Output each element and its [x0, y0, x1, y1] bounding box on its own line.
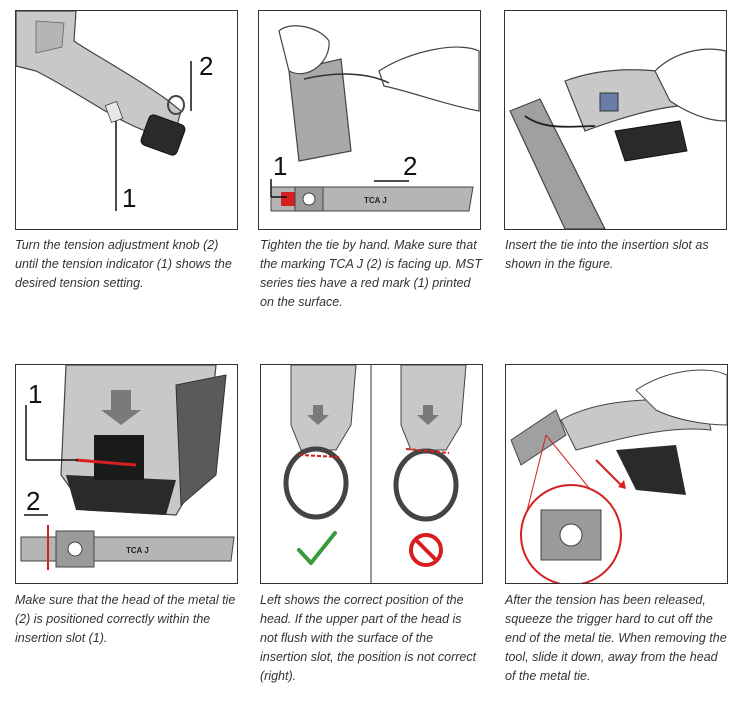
illustration-insert-tie	[509, 48, 726, 229]
check-mark-icon	[297, 531, 337, 565]
illustration-head-in-slot: TCA J 1 2	[20, 365, 235, 570]
caption-tension-adjust: Turn the tension adjustment knob (2) unt…	[15, 238, 232, 290]
panel-head-position: TCA J 1 2	[15, 364, 238, 584]
panel-tighten-tie: TCA J 1 2	[258, 10, 481, 230]
callout-2: 2	[26, 486, 40, 516]
illustration-correct-vs-incorrect	[283, 365, 467, 583]
tie-marking-text: TCA J	[364, 196, 387, 205]
callout-1: 1	[273, 151, 287, 181]
callout-1: 1	[122, 183, 136, 213]
caption-correct-position: Left shows the correct position of the h…	[260, 593, 477, 683]
illustration-cut-tie	[510, 369, 727, 583]
panel-insert-tie	[504, 10, 727, 230]
callout-1: 1	[28, 379, 42, 409]
panel-adjust-tension: 1 2	[15, 10, 238, 230]
tie-marking-text: TCA J	[126, 546, 149, 555]
panel-cut-tie	[505, 364, 728, 584]
callout-2: 2	[199, 51, 213, 81]
caption-tighten-tie: Tighten the tie by hand. Make sure that …	[260, 238, 482, 309]
callout-2: 2	[403, 151, 417, 181]
caption-cut-tie: After the tension has been released, squ…	[505, 593, 727, 683]
illustration-tension-knob: 1 2	[16, 11, 213, 213]
caption-insert-tie: Insert the tie into the insertion slot a…	[505, 238, 709, 271]
caption-head-position: Make sure that the head of the metal tie…	[15, 593, 236, 645]
illustration-tighten-by-hand: TCA J 1 2	[270, 25, 480, 212]
panel-correct-incorrect	[260, 364, 483, 584]
prohibited-icon	[409, 533, 443, 567]
